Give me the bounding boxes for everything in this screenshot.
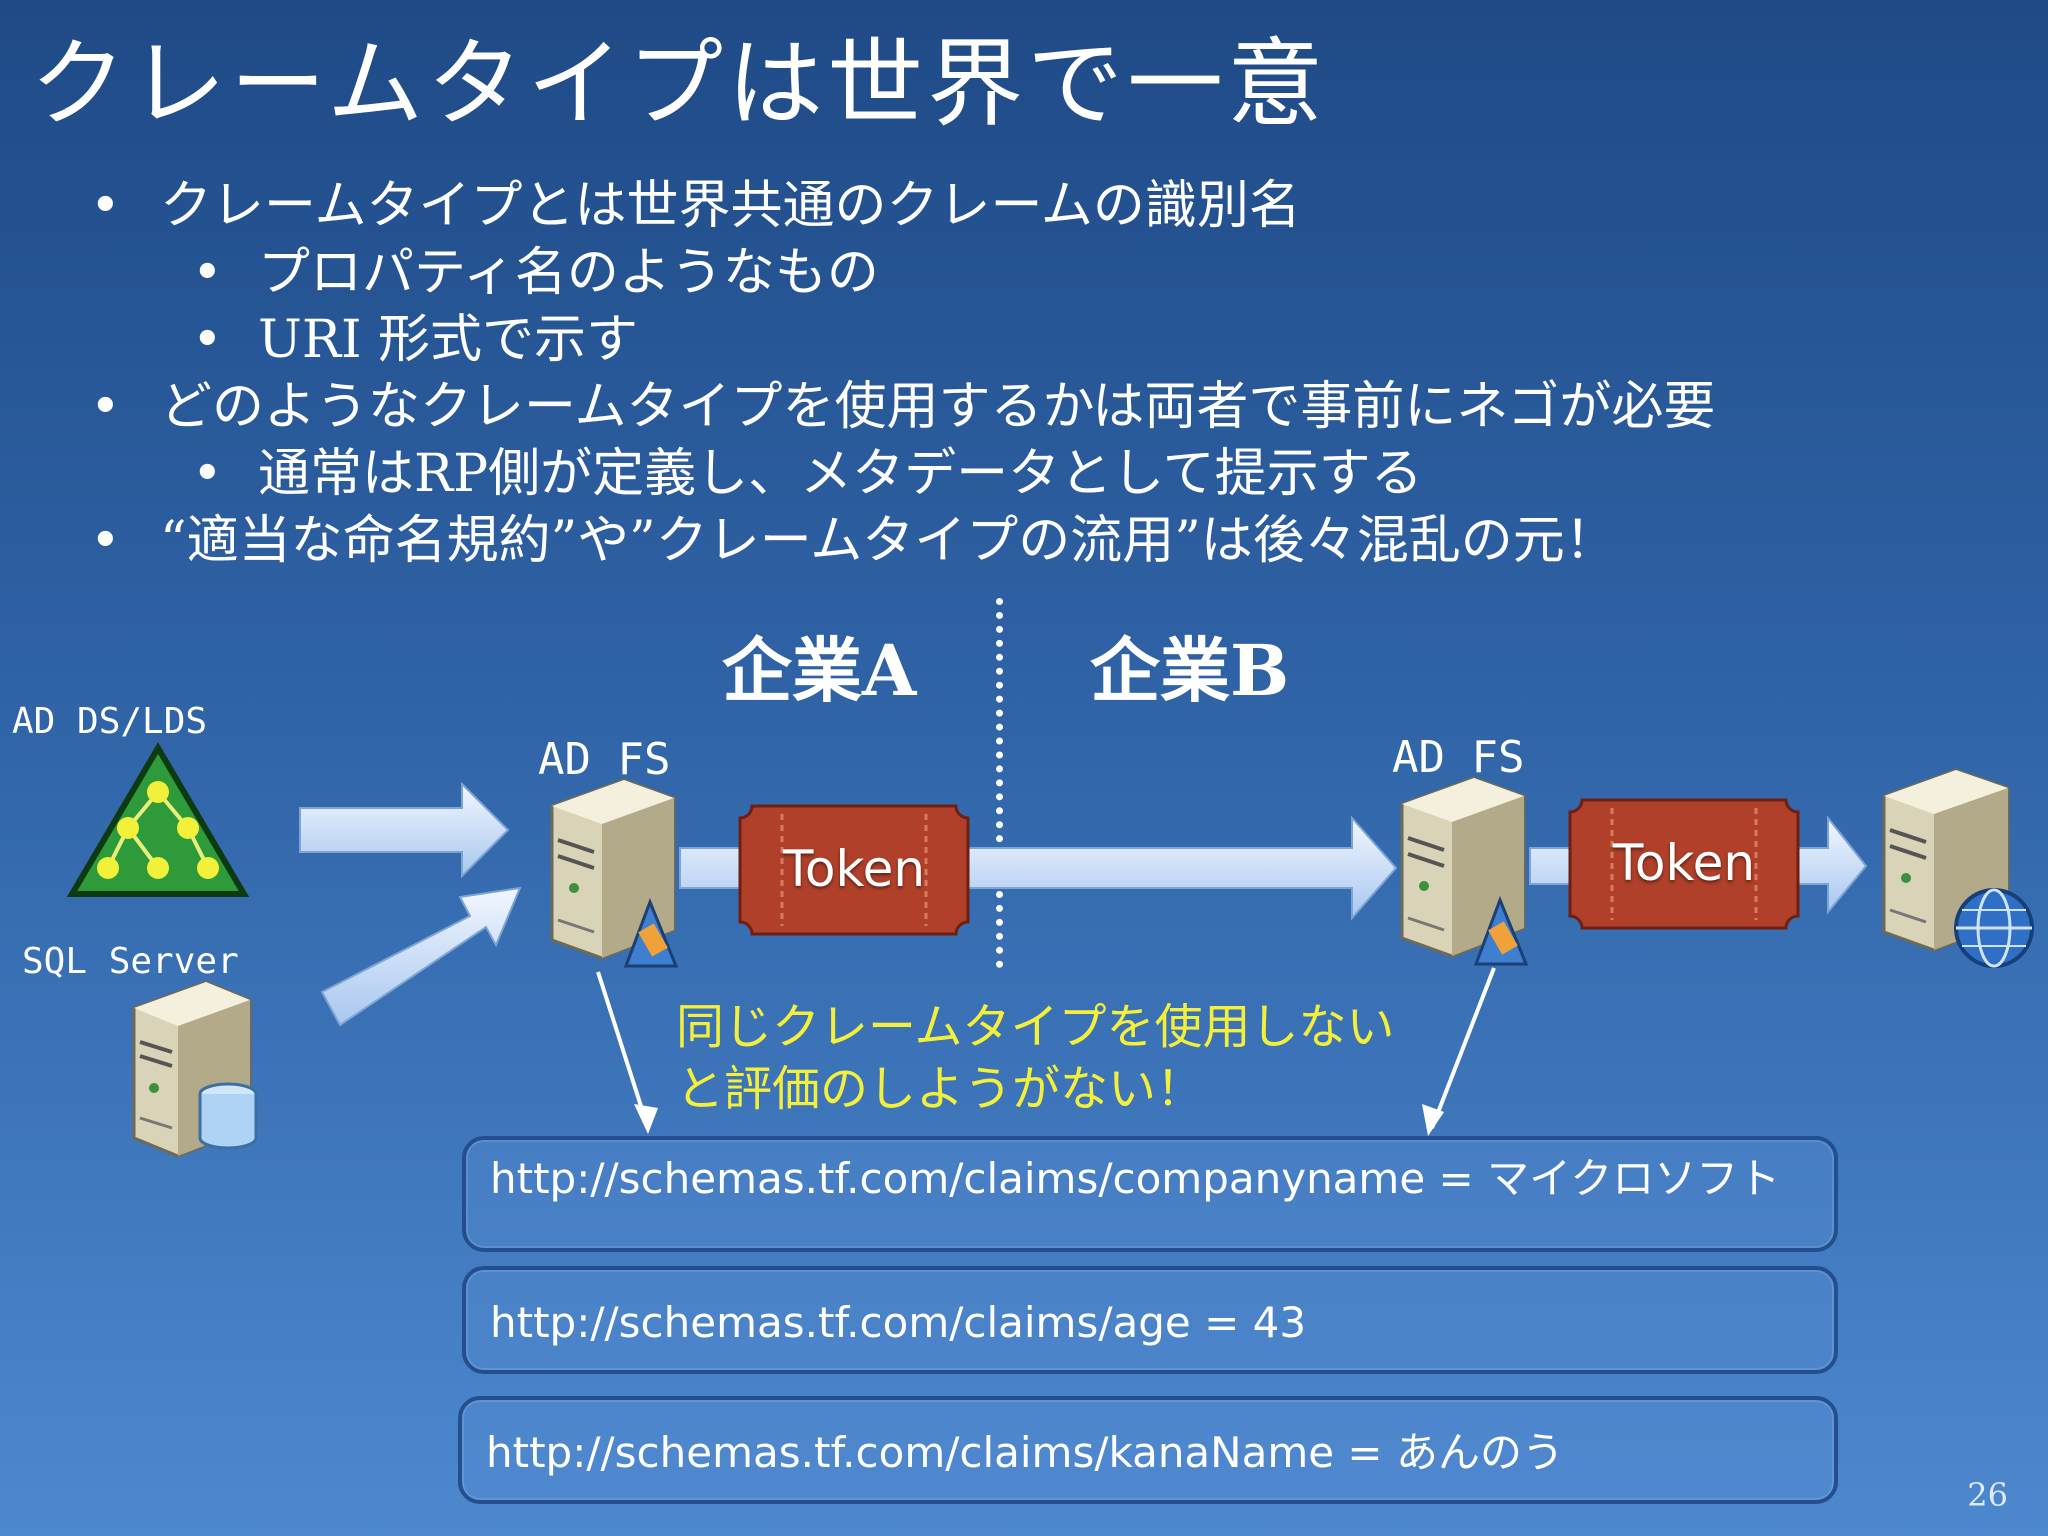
adfs-b-server-icon — [1400, 776, 1529, 966]
arrow-sql-to-adfs — [320, 886, 522, 1027]
company-divider — [996, 598, 1003, 968]
bullet-text: “適当な命名規約”や”クレームタイプの流用”は後々混乱の元！ — [160, 511, 1617, 571]
sql-server-icon — [132, 980, 258, 1158]
bullet-text: URI 形式で示す — [258, 310, 639, 370]
warning-note: 同じクレームタイプを使用しない と評価のしようがない！ — [676, 996, 1395, 1120]
bullet-text: クレームタイプとは世界共通のクレームの識別名 — [160, 176, 1301, 236]
adfs-a-label: AD FS — [538, 734, 671, 785]
pointer-head-b — [1422, 1104, 1444, 1136]
company-a-label: 企業A — [722, 629, 917, 712]
claim-text: http://schemas.tf.com/claims/companyname… — [490, 1154, 1781, 1203]
slide-title: クレームタイプは世界で一意 — [30, 28, 1328, 140]
token-a: Token — [738, 804, 970, 936]
company-b-label: 企業B — [1090, 629, 1290, 712]
adfs-b-label: AD FS — [1392, 732, 1525, 783]
bullet-dot: • — [192, 243, 223, 303]
claim-text: http://schemas.tf.com/claims/age = 43 — [490, 1298, 1307, 1347]
warning-note-line-2: と評価のしようがない！ — [676, 1061, 1205, 1117]
pointer-line-b — [1430, 967, 1496, 1129]
pointer-head-a — [634, 1104, 658, 1134]
ad-ds-lds-label: AD DS/LDS — [12, 701, 208, 742]
bullet-dot: • — [192, 310, 223, 370]
ticket-icon — [738, 804, 970, 936]
directory-tree-icon — [66, 742, 250, 897]
bullet-text: どのようなクレームタイプを使用するかは両者で事前にネゴが必要 — [160, 377, 1716, 437]
web-server-icon — [1882, 768, 2034, 968]
bullet-dot: • — [192, 444, 223, 504]
claim-box-companyname: http://schemas.tf.com/claims/companyname… — [462, 1136, 1838, 1252]
claim-text: http://schemas.tf.com/claims/kanaName = … — [486, 1428, 1564, 1477]
pointer-line-a — [596, 971, 650, 1129]
page-number: 26 — [1967, 1476, 2008, 1514]
arrow-ad-to-adfs — [299, 781, 510, 879]
claim-box-age: http://schemas.tf.com/claims/age = 43 — [462, 1266, 1838, 1374]
claim-box-kananame: http://schemas.tf.com/claims/kanaName = … — [458, 1396, 1838, 1504]
bullet-text: プロパティ名のようなもの — [258, 243, 879, 303]
bullet-dot: • — [90, 176, 121, 236]
token-b-label: Token — [1612, 834, 1756, 892]
warning-note-line-1: 同じクレームタイプを使用しない — [676, 999, 1395, 1055]
bullet-dot: • — [90, 511, 121, 571]
token-b: Token — [1568, 798, 1800, 930]
ticket-icon — [1568, 798, 1800, 930]
token-a-label: Token — [782, 840, 926, 898]
sql-server-label: SQL Server — [22, 941, 239, 982]
adfs-a-server-icon — [550, 778, 679, 968]
bullet-dot: • — [90, 377, 121, 437]
bullet-text: 通常はRP側が定義し、メタデータとして提示する — [258, 444, 1423, 504]
